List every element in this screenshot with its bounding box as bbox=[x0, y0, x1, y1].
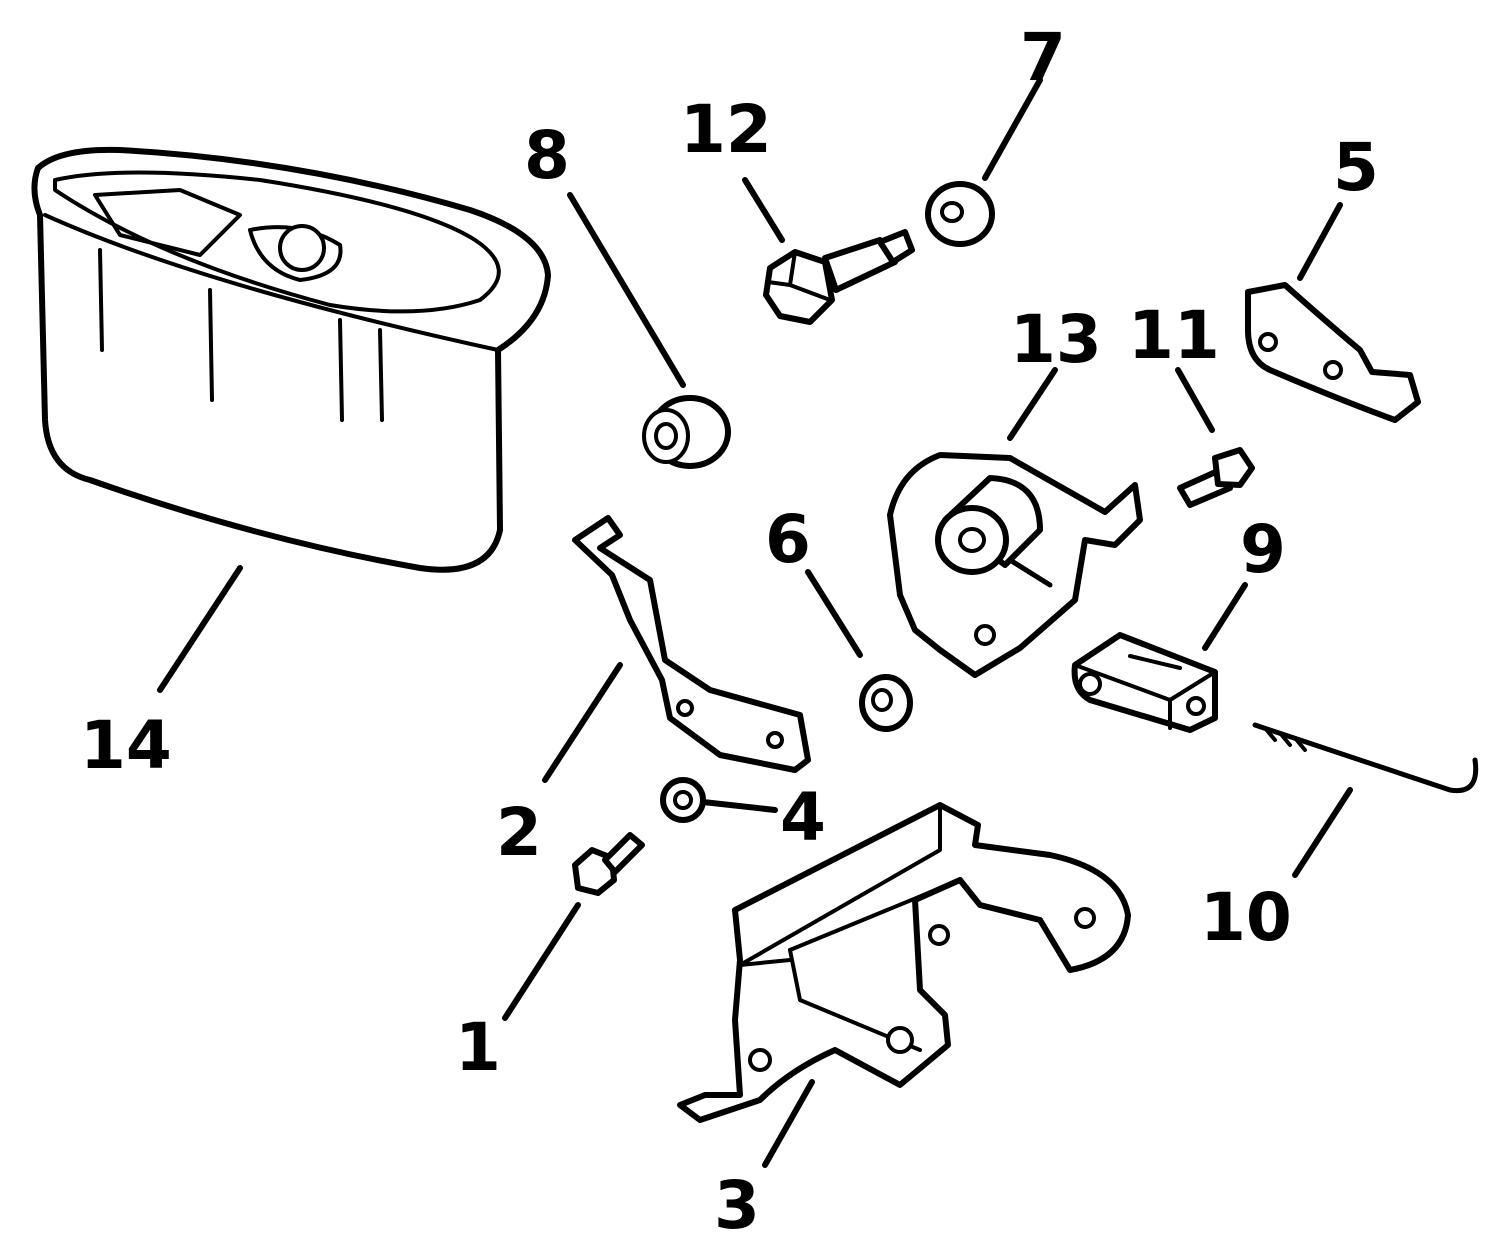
leader-12 bbox=[742, 177, 785, 243]
leader-9 bbox=[1202, 582, 1248, 651]
part-5-bracket bbox=[1245, 282, 1421, 423]
leader-11 bbox=[1175, 367, 1215, 433]
part-2-bent-bracket bbox=[572, 515, 811, 773]
part-9-link-block bbox=[1071, 632, 1218, 733]
callout-9: 9 bbox=[1240, 511, 1286, 588]
part-8-grommet bbox=[642, 395, 731, 469]
part-7-washer bbox=[925, 181, 995, 247]
cam-roller bbox=[935, 475, 1043, 575]
leader-10 bbox=[1292, 787, 1353, 878]
callout-6: 6 bbox=[765, 501, 811, 578]
callout-4: 4 bbox=[780, 779, 826, 856]
leader-7 bbox=[982, 77, 1043, 181]
callout-8: 8 bbox=[524, 117, 570, 194]
callout-3: 3 bbox=[714, 1167, 760, 1236]
leader-4 bbox=[700, 799, 778, 813]
leader-2 bbox=[542, 662, 623, 783]
part-11-screw bbox=[1177, 447, 1255, 508]
part-1-screw bbox=[572, 832, 645, 896]
callout-13: 13 bbox=[1010, 301, 1102, 378]
leader-8 bbox=[567, 192, 686, 388]
leader-14 bbox=[157, 565, 243, 693]
part-4-nut bbox=[660, 777, 706, 823]
leader-13 bbox=[1007, 367, 1058, 441]
part-12-shoulder-bolt bbox=[763, 229, 915, 325]
part-6-washer bbox=[859, 674, 913, 732]
leader-3 bbox=[762, 1079, 815, 1168]
callout-5: 5 bbox=[1333, 129, 1379, 206]
leader-1 bbox=[502, 902, 581, 1021]
part-10-link-rod bbox=[1252, 722, 1479, 794]
part-13-cam-plate bbox=[887, 452, 1143, 678]
callout-11: 11 bbox=[1128, 297, 1220, 374]
callout-12: 12 bbox=[680, 91, 772, 168]
part-14-cowl bbox=[31, 146, 551, 573]
callout-1: 1 bbox=[455, 1009, 501, 1086]
callout-10: 10 bbox=[1200, 879, 1292, 956]
part-3-main-bracket bbox=[677, 802, 1131, 1123]
callout-2: 2 bbox=[496, 794, 542, 871]
callout-14: 14 bbox=[80, 707, 172, 784]
leader-5 bbox=[1297, 202, 1343, 281]
leader-6 bbox=[805, 569, 863, 658]
callout-7: 7 bbox=[1020, 19, 1066, 96]
